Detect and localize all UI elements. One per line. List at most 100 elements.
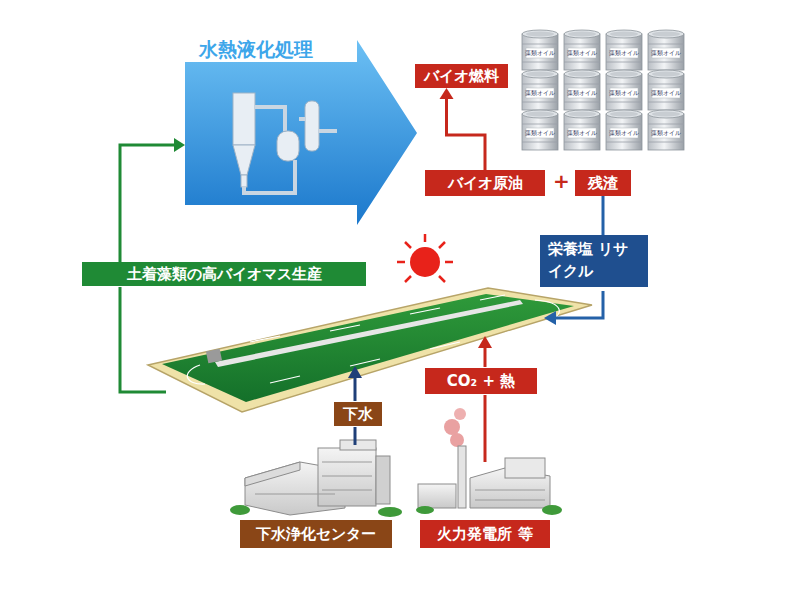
drawing-part — [478, 336, 492, 348]
flow-connector — [440, 88, 486, 170]
drawing-part — [405, 276, 411, 282]
drawing-part — [568, 71, 596, 76]
drawing-part — [162, 294, 574, 402]
node-text: 残渣 — [588, 174, 618, 193]
drawing-part — [564, 142, 600, 143]
connector-line — [120, 145, 176, 262]
drawing-part — [610, 31, 638, 36]
drawing-part — [233, 93, 255, 145]
process-box: 土着藻類の高バイオマス生産 — [82, 262, 366, 286]
drawing-part — [522, 124, 558, 125]
drawing-part — [505, 327, 530, 333]
node-text: CO₂ + 熱 — [447, 372, 515, 391]
drum-label: 藻類オイル — [567, 129, 597, 137]
drawing-part — [454, 408, 466, 420]
drawing-part — [522, 84, 558, 85]
product-box: バイオ原油 — [425, 170, 545, 196]
drawing-part — [206, 349, 222, 364]
drum-label: 藻類オイル — [525, 89, 555, 97]
drawing-part — [505, 458, 545, 478]
drawing-part — [568, 48, 596, 58]
drawing-part — [544, 311, 556, 325]
drawing-part — [648, 34, 684, 70]
drawing-part — [439, 242, 445, 248]
drawing-part — [564, 102, 600, 103]
product-box: 残渣 — [575, 170, 631, 196]
drawing-part — [568, 88, 596, 98]
drawing-part — [424, 234, 427, 242]
drawing-part — [322, 490, 372, 491]
oil-drum — [606, 70, 642, 110]
drawing-part — [450, 433, 464, 447]
drawing-part — [564, 30, 600, 38]
input-box: 下水 — [334, 402, 382, 426]
drawing-part — [542, 505, 562, 515]
drawing-part — [418, 484, 456, 508]
oil-drum — [522, 70, 558, 110]
drawing-part — [652, 31, 680, 36]
drawing-part — [299, 119, 337, 131]
oil-drum — [564, 30, 600, 70]
drawing-part — [606, 142, 642, 143]
flow-connector — [603, 196, 604, 235]
drum-label: 藻類オイル — [651, 89, 681, 97]
drawing-part — [148, 288, 592, 412]
arrow-head — [174, 138, 185, 152]
drawing-part — [606, 102, 642, 103]
sun — [397, 234, 453, 282]
product-box: バイオ燃料 — [415, 64, 508, 88]
drawing-part — [648, 62, 684, 63]
drawing-part — [610, 48, 638, 58]
drawing-part — [187, 365, 205, 384]
drawing-part — [606, 30, 642, 38]
drawing-part — [522, 34, 558, 70]
drum-label: 藻類オイル — [525, 129, 555, 137]
oil-drum — [648, 30, 684, 70]
drawing-part — [522, 62, 558, 63]
oil-drum — [648, 110, 684, 150]
node-text: 土着藻類の高バイオマス生産 — [127, 265, 322, 284]
drawing-part — [120, 287, 166, 392]
drawing-part — [648, 124, 684, 125]
drawing-part — [354, 427, 357, 445]
drawing-part — [606, 124, 642, 125]
drawing-part — [270, 376, 300, 383]
drawing-part — [564, 110, 600, 118]
drum-label: 藻類オイル — [567, 49, 597, 57]
drum-label: 藻類オイル — [567, 89, 597, 97]
arrow-head — [440, 88, 454, 99]
drawing-part — [526, 111, 554, 116]
drawing-part — [522, 70, 558, 78]
arrow-body — [185, 40, 417, 225]
source-box: 下水浄化センター — [240, 520, 392, 548]
oil-drum — [648, 70, 684, 110]
drawing-part — [652, 88, 680, 98]
drawing-part — [606, 34, 642, 70]
drawing-part — [648, 30, 684, 38]
drawing-part — [610, 71, 638, 76]
recycle-box: 栄養塩 リサイクル — [540, 235, 648, 287]
drawing-part — [564, 34, 600, 70]
drawing-part — [610, 111, 638, 116]
drum-label: 藻類オイル — [609, 129, 639, 137]
oil-drum — [522, 110, 558, 150]
drawing-part — [648, 70, 684, 78]
flow-connector — [120, 138, 185, 262]
drawing-part — [610, 88, 638, 98]
drawing-part — [250, 336, 280, 342]
drawing-part — [652, 111, 680, 116]
drawing-part — [480, 295, 505, 300]
drawing-part — [564, 74, 600, 110]
drawing-part — [484, 346, 487, 367]
drawing-part — [652, 48, 680, 58]
drawing-part — [564, 84, 600, 85]
drawing-part — [458, 446, 466, 508]
drawing-part — [245, 462, 300, 486]
drawing-part — [376, 456, 390, 504]
drawing-part — [568, 128, 596, 138]
source-box: 火力発電所 等 — [420, 520, 550, 548]
drawing-part — [564, 44, 600, 45]
drawing-part — [526, 48, 554, 58]
drawing-part — [277, 131, 299, 161]
